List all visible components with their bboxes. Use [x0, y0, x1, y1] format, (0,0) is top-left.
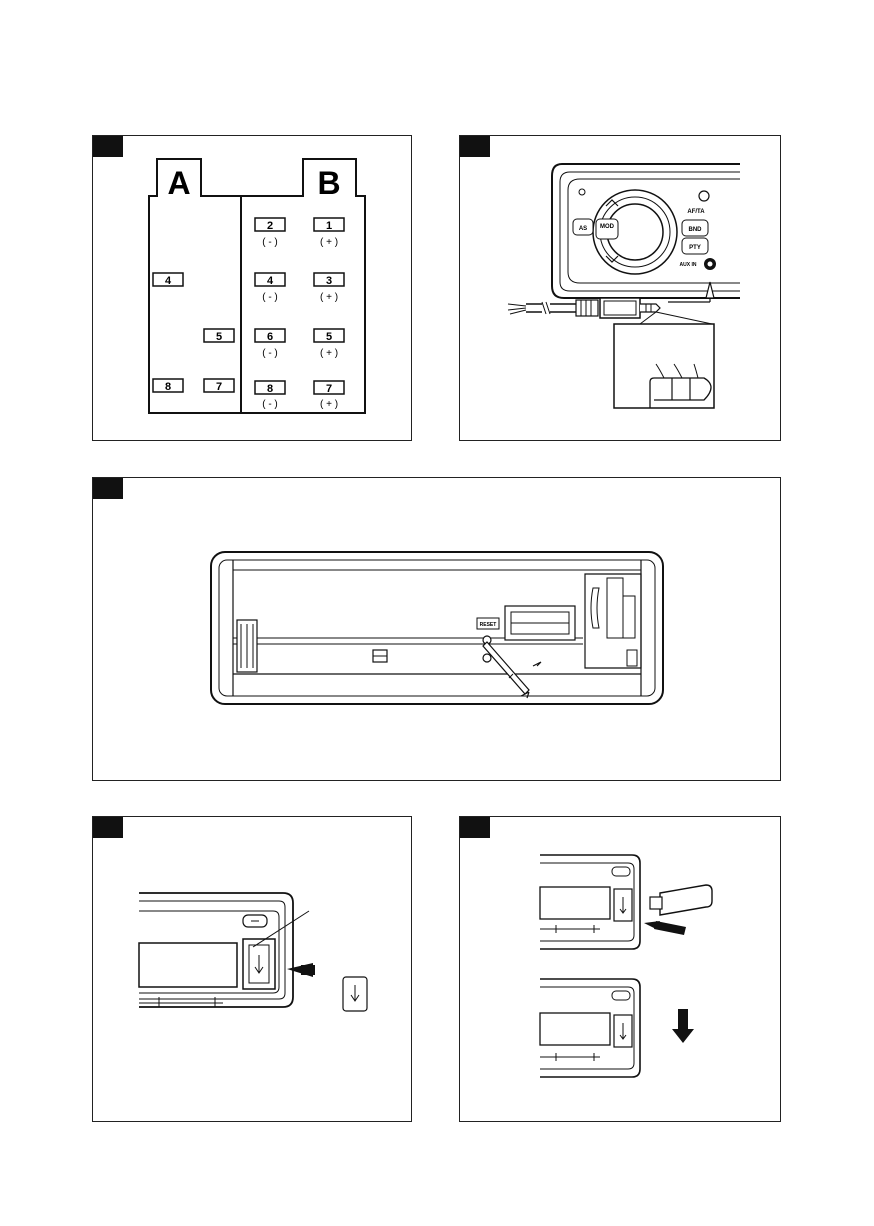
pointer-arrow-icon — [706, 282, 714, 298]
svg-text:BND: BND — [689, 227, 703, 233]
cable-ferrite — [576, 300, 598, 316]
pin-a-4: 4 — [153, 273, 183, 287]
usb-flash-drive — [660, 885, 712, 915]
pin-b-3: 3 ( + ) — [314, 273, 344, 303]
svg-text:AS: AS — [579, 226, 587, 232]
svg-text:8: 8 — [267, 383, 273, 395]
stylus-pen — [483, 642, 529, 694]
connector-b-label: B — [317, 165, 340, 201]
svg-text:( + ): ( + ) — [320, 292, 338, 303]
af-ta-label: AF/TA — [687, 209, 705, 215]
power-icon — [579, 189, 585, 195]
panel-aux-in: AS MOD BND PTY AF/TA AUX IN — [459, 135, 781, 441]
reset-diagram: RESET — [93, 478, 782, 782]
svg-text:4: 4 — [165, 275, 172, 287]
lcd-display-bottom — [540, 1013, 610, 1045]
svg-text:7: 7 — [326, 383, 332, 395]
pin-b-6: 6 ( - ) — [255, 329, 285, 359]
svg-text:( + ): ( + ) — [320, 237, 338, 248]
svg-text:3: 3 — [326, 275, 332, 287]
pin-b-2: 2 ( - ) — [255, 218, 285, 248]
svg-text:8: 8 — [165, 381, 171, 393]
panel-usb-insert — [459, 816, 781, 1122]
svg-text:PTY: PTY — [689, 245, 701, 251]
pin-b-4: 4 ( - ) — [255, 273, 285, 303]
pin-b-5: 5 ( + ) — [314, 329, 344, 359]
svg-text:7: 7 — [216, 381, 222, 393]
panel-usb-port — [92, 816, 412, 1122]
reset-label: RESET — [480, 622, 497, 628]
svg-text:( + ): ( + ) — [320, 348, 338, 359]
aux-diagram: AS MOD BND PTY AF/TA AUX IN — [460, 136, 782, 442]
svg-text:( + ): ( + ) — [320, 399, 338, 410]
pin-a-7: 7 — [204, 379, 234, 393]
svg-text:MOD: MOD — [600, 224, 615, 230]
cable-wires — [508, 304, 526, 314]
connector-a-label: A — [167, 165, 190, 201]
svg-text:6: 6 — [267, 331, 273, 343]
pin-a-5: 5 — [204, 329, 234, 343]
pin-b-8: 8 ( - ) — [255, 381, 285, 410]
panel-reset: RESET — [92, 477, 781, 781]
svg-text:1: 1 — [326, 220, 332, 232]
release-icon — [699, 191, 709, 201]
svg-text:( - ): ( - ) — [262, 348, 278, 359]
right-mechanism — [607, 578, 623, 638]
svg-text:5: 5 — [216, 331, 222, 343]
connector-diagram: A B 4 5 8 7 2 ( - ) 1 ( + ) — [93, 136, 413, 442]
usb-port-diagram — [93, 817, 413, 1123]
svg-text:2: 2 — [267, 220, 273, 232]
aux-in-label: AUX IN — [680, 262, 697, 268]
panel-iso-connector: A B 4 5 8 7 2 ( - ) 1 ( + ) — [92, 135, 412, 441]
svg-text:5: 5 — [326, 331, 332, 343]
pin-b-7: 7 ( + ) — [314, 381, 344, 410]
press-arrow-icon — [533, 662, 541, 666]
lcd-display — [139, 943, 237, 987]
svg-text:4: 4 — [267, 275, 274, 287]
pin-b-1: 1 ( + ) — [314, 218, 344, 248]
svg-text:( - ): ( - ) — [262, 292, 278, 303]
lcd-display-top — [540, 887, 610, 919]
svg-text:( - ): ( - ) — [262, 237, 278, 248]
svg-text:( - ): ( - ) — [262, 399, 278, 410]
usb-insert-diagram — [460, 817, 782, 1123]
remove-arrow-icon — [672, 1009, 694, 1043]
pin-a-8: 8 — [153, 379, 183, 393]
plug-detail-callout — [614, 324, 714, 408]
